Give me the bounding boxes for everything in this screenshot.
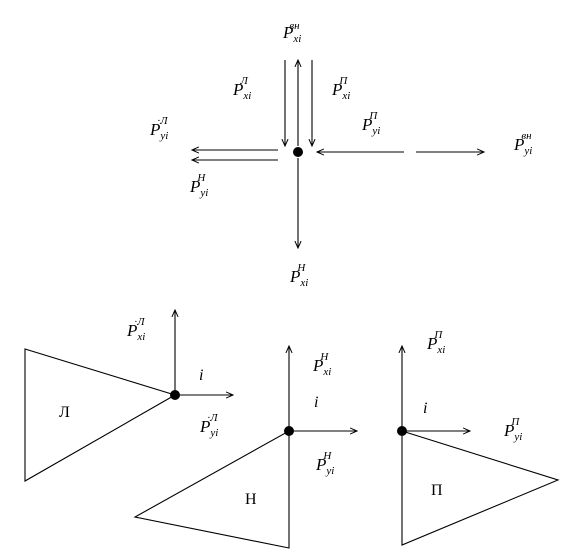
label-right-inner: PyiП (361, 110, 380, 137)
label-top-left: PxiЛ (232, 75, 251, 102)
label-tri-l-px: Pxi·Л (126, 316, 145, 343)
triangle-p-label: П (431, 482, 443, 499)
label-bottom-h: PxiН (289, 262, 308, 289)
label-left-prime: Pyi·Л (149, 115, 168, 142)
triangle-l (24, 348, 177, 482)
label-down-left-h: PyiН (189, 172, 208, 199)
label-right-ext: Pyiвн (513, 130, 532, 157)
label-tri-p-px: PxiП (426, 329, 445, 356)
triangle-h (133, 430, 290, 549)
triangle-p (401, 430, 560, 546)
triangle-h-label: Н (245, 491, 257, 508)
triangle-l-label: Л (59, 404, 70, 421)
label-top-right: PxiП (331, 75, 350, 102)
label-tri-p-py: PyiП (503, 416, 522, 443)
node-letter-h: i (314, 394, 318, 411)
label-tri-h-py: PyiН (315, 450, 334, 477)
label-top-ext: Pxiвн (282, 20, 301, 45)
node-letter-p: i (423, 400, 427, 417)
node-dot (293, 147, 303, 157)
label-tri-l-py: Pyi·Л (199, 412, 218, 439)
label-tri-h-px: PxiН (312, 351, 331, 378)
node-letter-l: i (199, 367, 203, 384)
